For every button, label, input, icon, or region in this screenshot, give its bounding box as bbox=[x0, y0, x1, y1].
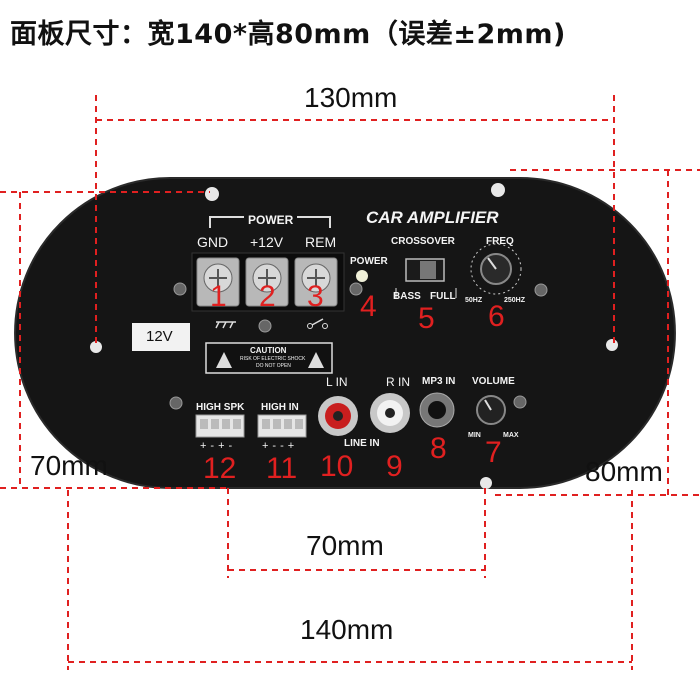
volume-min-label: MIN bbox=[468, 432, 481, 439]
freq-knob bbox=[470, 243, 522, 295]
mp3-jack bbox=[419, 392, 455, 428]
crossover-label: CROSSOVER bbox=[391, 236, 455, 247]
full-label: FULL bbox=[430, 291, 456, 302]
callout-2: 2 bbox=[259, 280, 276, 313]
volume-label: VOLUME bbox=[472, 376, 515, 387]
callout-9: 9 bbox=[386, 450, 403, 483]
spk-polarity-label: +-+- bbox=[200, 440, 237, 452]
callout-1: 1 bbox=[210, 280, 227, 313]
freq-min-label: 50HZ bbox=[465, 297, 483, 304]
amplifier-panel bbox=[14, 177, 676, 489]
power-led-label: POWER bbox=[350, 256, 388, 267]
plus-12v-label: +12V bbox=[250, 234, 284, 250]
mp3-in-label: MP3 IN bbox=[422, 376, 456, 387]
callout-4: 4 bbox=[360, 290, 377, 323]
freq-label: FREQ bbox=[486, 236, 514, 247]
high-in-connector bbox=[257, 414, 307, 438]
callout-10: 10 bbox=[320, 450, 354, 483]
mount-hole bbox=[480, 477, 492, 489]
mount-hole bbox=[90, 341, 102, 353]
line-in-label: LINE IN bbox=[344, 438, 380, 449]
bass-label: BASS bbox=[393, 291, 421, 302]
rem-label: REM bbox=[305, 234, 337, 250]
callout-6: 6 bbox=[488, 300, 505, 333]
left-height-label: 70mm bbox=[30, 450, 108, 481]
voltage-label: 12V bbox=[146, 328, 173, 345]
r-in-label: R IN bbox=[386, 375, 410, 389]
bottom-width-label: 140mm bbox=[300, 614, 394, 645]
in-polarity-label: +--+ bbox=[262, 440, 299, 452]
high-spk-connector bbox=[195, 414, 245, 438]
callout-8: 8 bbox=[430, 432, 447, 465]
volume-knob bbox=[476, 395, 506, 425]
rca-right-jack bbox=[370, 393, 410, 433]
caution-line2: DO NOT OPEN bbox=[256, 363, 291, 369]
power-led bbox=[356, 270, 368, 282]
callout-12: 12 bbox=[203, 452, 237, 485]
voltage-label-box bbox=[132, 323, 190, 351]
top-width-label: 130mm bbox=[304, 82, 398, 113]
mount-hole bbox=[205, 187, 219, 201]
high-in-label: HIGH IN bbox=[261, 402, 299, 413]
rca-left-jack bbox=[318, 396, 358, 436]
mount-hole bbox=[491, 183, 505, 197]
right-height-label: 80mm bbox=[585, 456, 663, 487]
caution-title: CAUTION bbox=[250, 346, 287, 355]
l-in-label: L IN bbox=[326, 375, 348, 389]
callout-11: 11 bbox=[266, 452, 298, 485]
page-title: 面板尺寸：宽140*高80mm（误差±2mm) bbox=[10, 19, 566, 50]
inner-width-label: 70mm bbox=[306, 530, 384, 561]
gnd-label: GND bbox=[197, 234, 229, 250]
freq-max-label: 250HZ bbox=[504, 297, 526, 304]
volume-max-label: MAX bbox=[503, 432, 519, 439]
callout-3: 3 bbox=[307, 280, 324, 313]
callout-5: 5 bbox=[418, 302, 435, 335]
brand-label: CAR AMPLIFIER bbox=[366, 208, 499, 227]
callout-7: 7 bbox=[485, 436, 502, 469]
caution-line1: RISK OF ELECTRIC SHOCK bbox=[240, 356, 306, 362]
mount-hole bbox=[606, 339, 618, 351]
power-section-label: POWER bbox=[244, 213, 298, 227]
high-spk-label: HIGH SPK bbox=[196, 402, 245, 413]
